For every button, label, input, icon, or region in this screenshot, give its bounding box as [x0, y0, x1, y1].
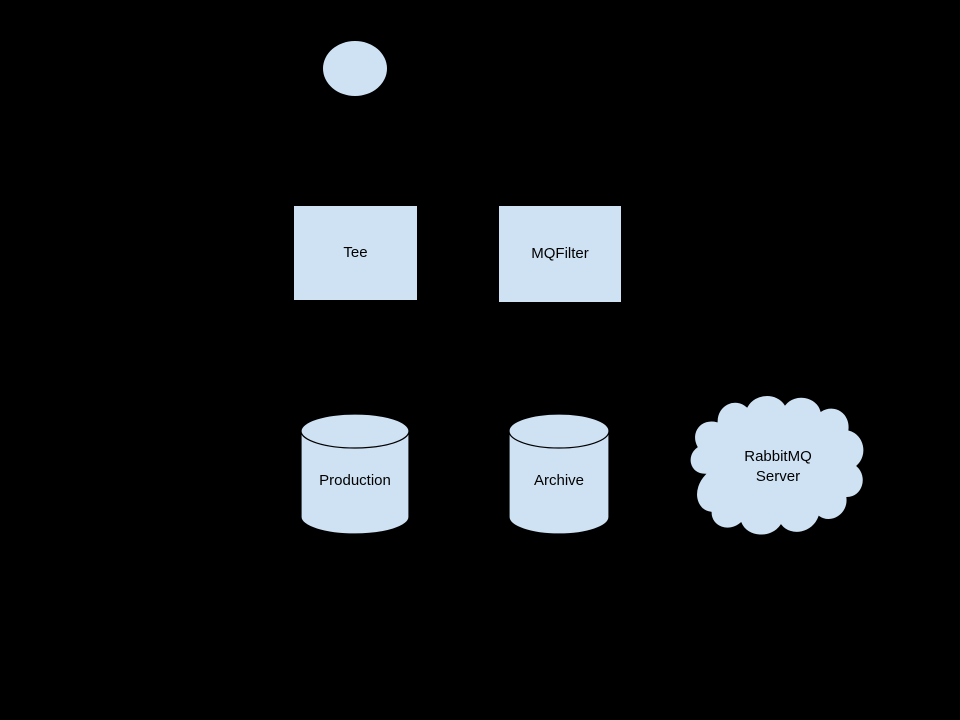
production-node: Production	[300, 413, 410, 535]
cylinder-shape	[508, 413, 610, 535]
rabbitmq-label-line2: Server	[755, 468, 801, 485]
rabbitmq-node: RabbitMQ Server	[683, 392, 873, 542]
cylinder-shape	[300, 413, 410, 535]
archive-label: Archive	[533, 472, 585, 489]
rabbitmq-label-line1: RabbitMQ	[744, 448, 812, 465]
mqfilter-label: MQFilter	[531, 245, 589, 262]
start-circle	[322, 40, 388, 97]
archive-node: Archive	[508, 413, 610, 535]
mqfilter-node: MQFilter	[498, 205, 622, 303]
tee-node: Tee	[293, 205, 418, 301]
cloud-shape	[689, 394, 865, 536]
tee-label: Tee	[343, 244, 368, 261]
production-label: Production	[319, 472, 391, 489]
rabbitmq-label: RabbitMQ Server	[683, 392, 873, 542]
